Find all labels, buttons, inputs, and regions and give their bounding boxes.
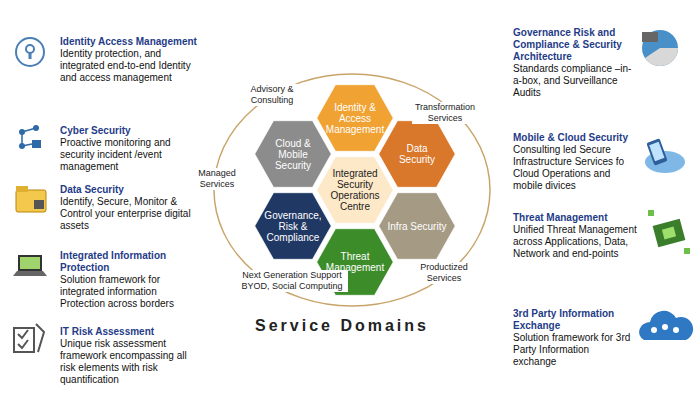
hexagon-label: Identity & Access Management bbox=[325, 102, 384, 135]
service-heading: 3rd Party Information Exchange bbox=[513, 308, 635, 332]
service-heading: Cyber Security bbox=[60, 125, 200, 137]
hexagon-shape bbox=[379, 193, 455, 260]
hexagon-shape bbox=[255, 121, 331, 188]
ring-label: Advisory & Consulting bbox=[240, 84, 304, 106]
hexagon-shape bbox=[255, 193, 331, 260]
folder-icon bbox=[16, 186, 46, 212]
diagram-title: Service Domains bbox=[255, 316, 429, 336]
chip-icon bbox=[648, 210, 690, 254]
service-heading: Identity Access Management bbox=[60, 36, 200, 48]
service-description: Consulting led Secure Infrastructure Ser… bbox=[513, 144, 641, 192]
hexagon-shape bbox=[317, 85, 393, 152]
hexagon-shape bbox=[379, 121, 455, 188]
laptop-icon bbox=[13, 255, 47, 276]
service-hexagon: Infra Security bbox=[378, 192, 456, 260]
service-ring bbox=[214, 74, 490, 306]
network-icon bbox=[19, 125, 41, 149]
service-hexagon: Governance, Risk & Compliance bbox=[254, 192, 332, 260]
hexagon-label: Integrated Security Operations Centre bbox=[325, 168, 384, 212]
hexagon-label: Data Security bbox=[387, 143, 446, 165]
checklist-icon bbox=[14, 324, 44, 352]
people-icon bbox=[639, 311, 693, 340]
gauge-icon bbox=[642, 30, 678, 66]
service-heading: Integrated Information Protection bbox=[60, 250, 200, 274]
service-description: Identify, Secure, Monitor & Control your… bbox=[60, 196, 195, 232]
service-description: Standards compliance –in-a-box, and Surv… bbox=[513, 63, 635, 99]
service-description: Unique risk assessment framework encompa… bbox=[60, 338, 200, 386]
service-hexagon: Identity & Access Management bbox=[316, 84, 394, 152]
service-description: Solution framework for 3rd Party Informa… bbox=[513, 332, 635, 368]
hexagon-label: Governance, Risk & Compliance bbox=[263, 210, 322, 243]
ring-label: Productized Services bbox=[414, 262, 474, 284]
hexagon-shape bbox=[317, 157, 393, 224]
service-heading: Threat Management bbox=[513, 212, 641, 224]
service-description: Unified Threat Management across Applica… bbox=[513, 224, 641, 260]
hexagon-label: Infra Security bbox=[387, 221, 446, 232]
service-heading: IT Risk Assessment bbox=[60, 326, 200, 338]
hexagon-label: Cloud & Mobile Security bbox=[263, 138, 322, 171]
service-description: Identity protection, and integrated end-… bbox=[60, 48, 200, 84]
service-hexagon: Integrated Security Operations Centre bbox=[316, 156, 394, 224]
service-heading: Governance Risk and Compliance & Securit… bbox=[513, 27, 635, 63]
service-hexagon: Cloud & Mobile Security bbox=[254, 120, 332, 188]
service-description: Proactive monitoring and security incide… bbox=[60, 137, 200, 173]
service-heading: Mobile & Cloud Security bbox=[513, 132, 641, 144]
ring-label: Managed Services bbox=[192, 168, 242, 190]
service-heading: Data Security bbox=[60, 184, 195, 196]
mobile-cloud-icon bbox=[645, 138, 685, 173]
ring-label: Next Generation Support BYOD, Social Com… bbox=[236, 270, 348, 292]
ring-label: Transformation Services bbox=[412, 102, 478, 124]
service-description: Solution framework for integrated inform… bbox=[60, 274, 200, 310]
lock-icon bbox=[16, 38, 44, 66]
service-hexagon: Data Security bbox=[378, 120, 456, 188]
